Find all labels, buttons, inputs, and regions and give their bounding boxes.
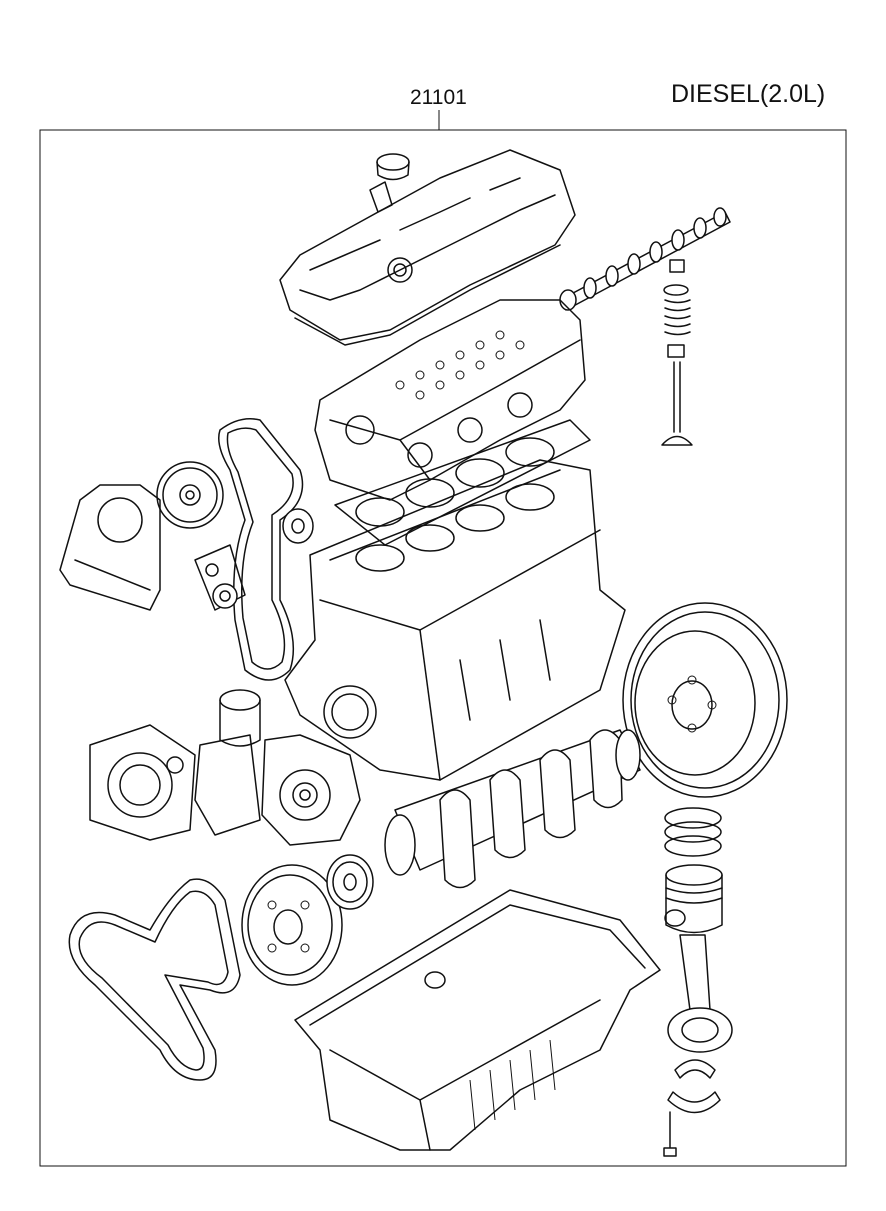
belt-tensioner-icon (194, 544, 246, 611)
rod-bolt-icon (663, 1111, 677, 1157)
idler-pulley-icon (282, 508, 314, 544)
engine-type-label: DIESEL(2.0L) (671, 80, 826, 108)
cylinder-head-icon (314, 299, 586, 501)
piston-rings-icon (664, 807, 722, 857)
flywheel-icon (622, 602, 788, 798)
valve-spring-icon (663, 259, 691, 358)
cylinder-block-icon (284, 459, 626, 781)
timing-belt-icon (218, 418, 304, 681)
piston-icon (664, 864, 723, 934)
crankshaft-icon (384, 729, 641, 889)
crankshaft-pulley-icon (241, 864, 343, 986)
bearing-shells-icon (667, 1059, 721, 1114)
oil-pump-housing-icon (89, 724, 196, 841)
water-pump-icon (261, 734, 361, 846)
diagram-frame (39, 129, 847, 1167)
crank-sprocket-icon (326, 854, 374, 910)
cylinder-head-cover-icon (279, 149, 576, 346)
valve-icon (661, 361, 693, 446)
camshaft-sprocket-icon (156, 461, 224, 529)
part-number-label: 21101 (410, 86, 467, 109)
oil-pan-icon (294, 889, 661, 1151)
timing-cover-icon (59, 484, 161, 611)
connecting-rod-icon (667, 934, 733, 1053)
oil-filler-cap-icon (369, 153, 410, 213)
drive-belt-icon (68, 878, 241, 1081)
oil-filter-housing-icon (194, 689, 261, 836)
camshaft-icon (559, 207, 731, 311)
